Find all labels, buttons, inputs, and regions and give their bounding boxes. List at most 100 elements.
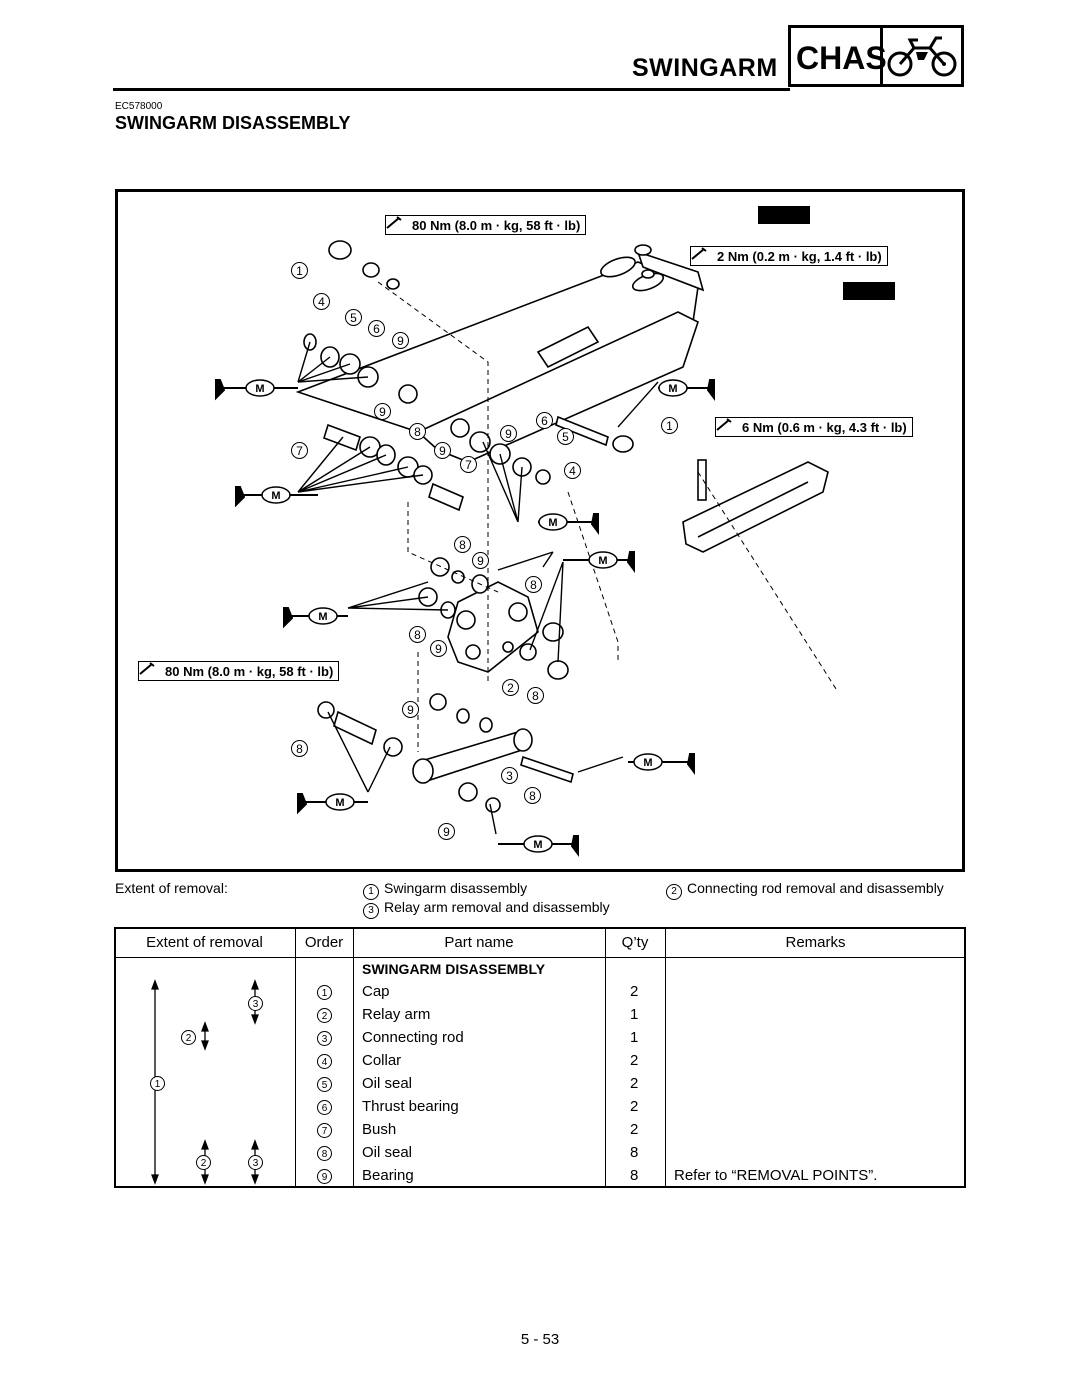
torque-spec-relay: 80 Nm (8.0 m · kg, 58 ft · lb) bbox=[138, 661, 340, 681]
torque-wrench-icon bbox=[691, 247, 707, 260]
parts-table bbox=[114, 927, 966, 1188]
callout: 4 bbox=[313, 293, 330, 310]
callout: 1 bbox=[661, 417, 678, 434]
grease-mark: M bbox=[335, 797, 344, 809]
quantity: 2 bbox=[630, 1098, 639, 1115]
part-name: Bush bbox=[362, 1121, 397, 1138]
grease-mark: M bbox=[271, 490, 280, 502]
torque-spec-pivot: 80 Nm (8.0 m · kg, 58 ft · lb) bbox=[385, 215, 587, 235]
section-title: SWINGARM bbox=[632, 54, 778, 82]
callout: 8 bbox=[527, 687, 544, 704]
torque-wrench-icon bbox=[139, 662, 155, 675]
part-name: Collar bbox=[362, 1052, 402, 1069]
quantity: 1 bbox=[630, 1006, 639, 1023]
col-header-order: Order bbox=[304, 934, 344, 951]
order-number: 1 bbox=[317, 985, 332, 1000]
callout: 5 bbox=[345, 309, 362, 326]
quantity: 2 bbox=[630, 1121, 639, 1138]
order-number: 7 bbox=[317, 1123, 332, 1138]
part-name: Bearing bbox=[362, 1167, 414, 1184]
callout: 7 bbox=[460, 456, 477, 473]
col-header-remarks: Remarks bbox=[785, 934, 846, 951]
order-number: 9 bbox=[317, 1169, 332, 1184]
table-divider bbox=[605, 927, 606, 1188]
callout: 4 bbox=[564, 462, 581, 479]
part-name: Connecting rod bbox=[362, 1029, 464, 1046]
col-header-qty: Q’ty bbox=[621, 934, 649, 951]
page-number: 5 - 53 bbox=[520, 1331, 560, 1348]
part-name: Cap bbox=[362, 983, 390, 1000]
extent-mark: 1 bbox=[150, 1076, 165, 1091]
part-name: Relay arm bbox=[362, 1006, 431, 1023]
order-number: 6 bbox=[317, 1100, 332, 1115]
part-name: Oil seal bbox=[362, 1075, 413, 1092]
quantity: 1 bbox=[630, 1029, 639, 1046]
swingarm-drawing: M M M M M M M M M bbox=[215, 206, 895, 857]
order-number: 3 bbox=[317, 1031, 332, 1046]
callout: 6 bbox=[536, 412, 553, 429]
callout: 2 bbox=[502, 679, 519, 696]
extent-mark: 2 bbox=[196, 1155, 211, 1170]
extent-mark: 3 bbox=[248, 1155, 263, 1170]
callout: 7 bbox=[291, 442, 308, 459]
grease-mark: M bbox=[255, 383, 264, 395]
table-divider bbox=[295, 927, 296, 1188]
table-section-title: SWINGARM DISASSEMBLY bbox=[362, 961, 546, 977]
callout: 8 bbox=[525, 576, 542, 593]
table-divider bbox=[665, 927, 666, 1188]
remarks: Refer to “REMOVAL POINTS”. bbox=[674, 1167, 878, 1184]
torque-spec-guide: 2 Nm (0.2 m · kg, 1.4 ft · lb) bbox=[690, 246, 888, 266]
callout: 5 bbox=[557, 428, 574, 445]
grease-mark: M bbox=[548, 517, 557, 529]
callout: 9 bbox=[500, 425, 517, 442]
quantity: 2 bbox=[630, 1075, 639, 1092]
col-header-part: Part name bbox=[444, 934, 514, 951]
callout: 9 bbox=[430, 640, 447, 657]
chapter-box bbox=[788, 25, 964, 87]
extent-label: Extent of removal: bbox=[115, 880, 228, 896]
torque-wrench-icon bbox=[386, 216, 402, 229]
callout: 9 bbox=[402, 701, 419, 718]
chapter-label: CHAS bbox=[796, 40, 887, 76]
callout: 9 bbox=[438, 823, 455, 840]
header-rule bbox=[113, 88, 790, 91]
part-name: Thrust bearing bbox=[362, 1098, 459, 1115]
callout: 6 bbox=[368, 320, 385, 337]
quantity: 2 bbox=[630, 1052, 639, 1069]
callout: 8 bbox=[454, 536, 471, 553]
grease-mark: M bbox=[318, 611, 327, 623]
motorcycle-icon bbox=[887, 36, 957, 77]
order-number: 5 bbox=[317, 1077, 332, 1092]
callout: 8 bbox=[524, 787, 541, 804]
callout: 9 bbox=[392, 332, 409, 349]
chapter-box-divider bbox=[880, 25, 883, 87]
extent-mark: 2 bbox=[181, 1030, 196, 1045]
order-number: 8 bbox=[317, 1146, 332, 1161]
part-name: Oil seal bbox=[362, 1144, 413, 1161]
callout: 9 bbox=[472, 552, 489, 569]
callout: 9 bbox=[434, 442, 451, 459]
extent-mark: 3 bbox=[248, 996, 263, 1011]
col-header-extent: Extent of removal bbox=[146, 934, 263, 951]
exploded-view-diagram: M M M M M M M M M 80 Nm (8.0 m · kg, 58 … bbox=[115, 189, 965, 872]
callout: 9 bbox=[374, 403, 391, 420]
callout: 8 bbox=[409, 423, 426, 440]
quantity: 8 bbox=[630, 1167, 639, 1184]
quantity: 8 bbox=[630, 1144, 639, 1161]
grease-mark: M bbox=[668, 383, 677, 395]
table-header-rule bbox=[114, 957, 966, 958]
callout: 8 bbox=[409, 626, 426, 643]
torque-wrench-icon bbox=[716, 418, 732, 431]
grease-mark: M bbox=[643, 757, 652, 769]
document-code: EC578000 bbox=[115, 101, 163, 112]
callout: 8 bbox=[291, 740, 308, 757]
quantity: 2 bbox=[630, 983, 639, 1000]
page-title: SWINGARM DISASSEMBLY bbox=[115, 113, 351, 133]
grease-mark: M bbox=[533, 839, 542, 851]
torque-spec-slider: 6 Nm (0.6 m · kg, 4.3 ft · lb) bbox=[715, 417, 913, 437]
callout: 3 bbox=[501, 767, 518, 784]
callout: 1 bbox=[291, 262, 308, 279]
